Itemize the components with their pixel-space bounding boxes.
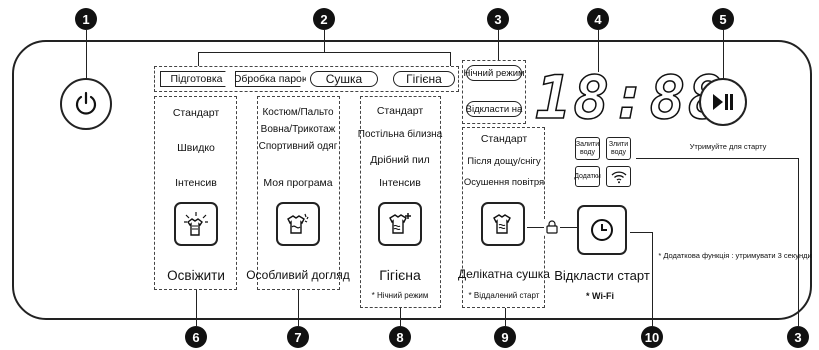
- wifi-button[interactable]: [606, 166, 631, 187]
- hygiene-option-standard[interactable]: Стандарт: [376, 105, 424, 117]
- callout-8-leader: [400, 308, 401, 326]
- hygiene-label: Гігієна: [379, 267, 421, 283]
- callout-2-leader: [324, 30, 325, 52]
- callout-7-leader: [298, 290, 299, 326]
- night-mode-button[interactable]: Нічний режим: [463, 65, 525, 81]
- delay-button[interactable]: Відкласти на: [466, 101, 522, 117]
- refresh-option-quick[interactable]: Швидко: [177, 142, 215, 154]
- tab-dry[interactable]: Сушка: [310, 71, 378, 87]
- control-panel-outline: [12, 40, 812, 320]
- callout-3b-leader: [798, 158, 799, 326]
- callout-8: 8: [389, 326, 411, 348]
- delay-start-note: * Wi-Fi: [586, 291, 614, 301]
- delicate-option-air-dry[interactable]: Осушення повітря: [463, 177, 545, 188]
- hygiene-group: [360, 96, 441, 308]
- callout-3b-leader-h: [636, 158, 798, 159]
- callout-3-bottom: 3: [787, 326, 809, 348]
- start-hold-hint: Утримуйте для старту: [689, 142, 767, 151]
- refresh-option-intensive[interactable]: Інтенсив: [175, 177, 217, 189]
- hygiene-button[interactable]: [378, 202, 422, 246]
- callout-5-leader: [723, 30, 724, 80]
- callout-10: 10: [641, 326, 663, 348]
- callout-1: 1: [75, 8, 97, 30]
- time-display: 18:88: [534, 63, 726, 133]
- callout-10-leader: [652, 232, 653, 326]
- wifi-icon: [611, 170, 626, 183]
- callout-10-leader-h: [630, 232, 652, 233]
- hygiene-option-bedding[interactable]: Постільна білизна: [357, 129, 443, 140]
- delicate-dry-shirt-icon: [493, 214, 511, 234]
- special-care-group: [257, 96, 340, 290]
- child-lock-icon: [544, 219, 560, 235]
- hygiene-shirt-icon: [389, 213, 411, 234]
- refresh-shirt-icon: [184, 212, 208, 236]
- callout-3-leader: [498, 30, 499, 60]
- refresh-label: Освіжити: [167, 268, 225, 283]
- callout-9: 9: [494, 326, 516, 348]
- tab-steam[interactable]: Обробка парою: [233, 73, 310, 85]
- hygiene-option-intensive[interactable]: Інтенсив: [379, 177, 421, 189]
- delicate-dry-group: [462, 127, 545, 308]
- options-group: [462, 60, 526, 124]
- special-care-button[interactable]: [276, 202, 320, 246]
- callout-4: 4: [587, 8, 609, 30]
- special-option-sport[interactable]: Спортивний одяг: [258, 141, 338, 152]
- delicate-option-after-rain[interactable]: Після дощу/снігу: [467, 156, 541, 167]
- start-pause-button[interactable]: [699, 78, 747, 126]
- callout-2-bracket: [198, 52, 450, 53]
- tab-hygiene[interactable]: Гігієна: [393, 71, 455, 87]
- special-option-suit[interactable]: Костюм/Пальто: [262, 107, 334, 118]
- power-icon: [75, 91, 97, 115]
- callout-1-leader: [86, 30, 87, 82]
- drain-water-button[interactable]: Злити воду: [606, 137, 631, 160]
- power-button[interactable]: [60, 78, 112, 130]
- callout-3-top: 3: [487, 8, 509, 30]
- clock-icon: [591, 219, 613, 241]
- extra-function-footnote: * Додаткова функція : утримувати 3 секун…: [658, 251, 812, 260]
- special-care-label: Особливий догляд: [246, 268, 350, 282]
- special-option-my-program[interactable]: Моя програма: [263, 177, 333, 189]
- extras-button[interactable]: Додатки: [574, 166, 601, 187]
- callout-6-leader: [196, 290, 197, 326]
- tab-prep[interactable]: Підготовка: [160, 71, 232, 87]
- delicate-option-standard[interactable]: Стандарт: [480, 133, 528, 145]
- special-care-shirt-icon: [287, 213, 309, 234]
- callout-2-bracket-left: [198, 52, 199, 66]
- callout-2-bracket-right: [450, 52, 451, 66]
- refresh-button[interactable]: [174, 202, 218, 246]
- hygiene-note: * Нічний режим: [371, 291, 429, 300]
- callout-5: 5: [712, 8, 734, 30]
- delicate-dry-label: Делікатна сушка: [458, 267, 550, 281]
- refresh-option-standard[interactable]: Стандарт: [172, 107, 220, 119]
- callout-4-leader: [598, 30, 599, 72]
- fill-water-button[interactable]: Залити воду: [575, 137, 600, 160]
- special-option-wool[interactable]: Вовна/Трикотаж: [260, 124, 336, 135]
- callout-7: 7: [287, 326, 309, 348]
- delay-start-label: Відкласти старт: [554, 268, 650, 283]
- callout-6: 6: [185, 326, 207, 348]
- program-tabs-group: [154, 66, 459, 92]
- hygiene-option-fine-dust[interactable]: Дрібний пил: [370, 154, 430, 166]
- callout-2: 2: [313, 8, 335, 30]
- delicate-dry-button[interactable]: [481, 202, 525, 246]
- delay-start-button[interactable]: [577, 205, 627, 255]
- delicate-dry-note: * Віддалений старт: [468, 291, 540, 300]
- callout-9-leader: [505, 308, 506, 326]
- refresh-group: [154, 96, 237, 290]
- play-pause-icon: [713, 94, 733, 110]
